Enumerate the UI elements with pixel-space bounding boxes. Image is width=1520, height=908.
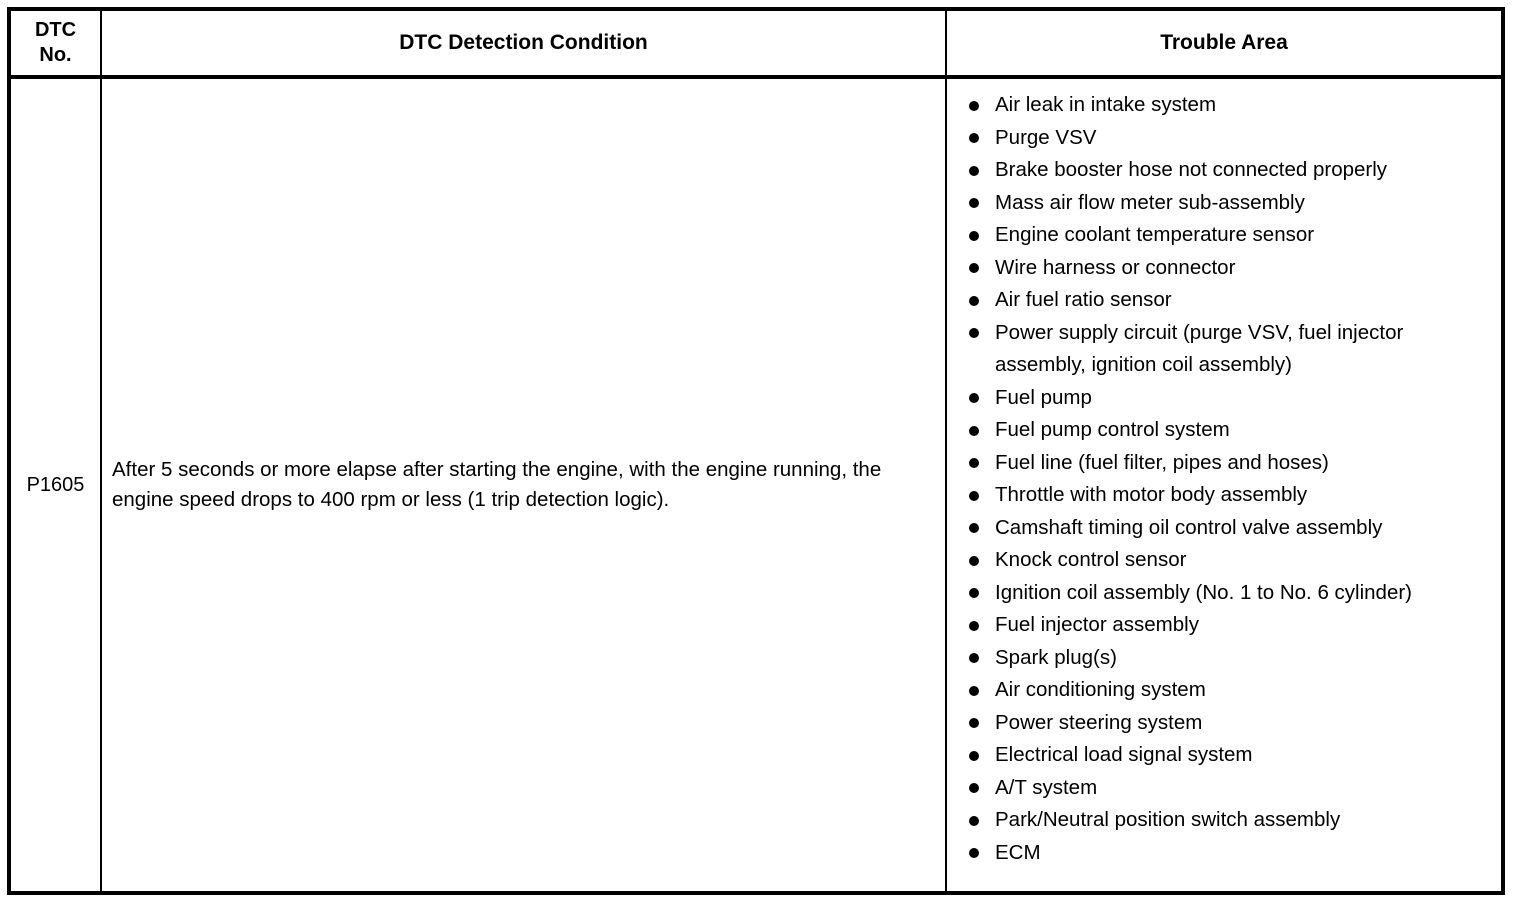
bullet-dot-icon bbox=[969, 458, 979, 468]
bullet-dot-icon bbox=[969, 425, 979, 436]
trouble-area-item-label: Fuel pump bbox=[995, 385, 1092, 409]
trouble-area-item-label: Fuel line (fuel filter, pipes and hoses) bbox=[995, 450, 1329, 474]
trouble-area-item: Air conditioning system bbox=[959, 674, 1493, 707]
trouble-area-item-label: Purge VSV bbox=[995, 125, 1097, 149]
trouble-area-item-label: Electrical load signal system bbox=[995, 743, 1253, 766]
trouble-area-item-label: A/T system bbox=[995, 775, 1098, 799]
bullet-dot-icon bbox=[969, 685, 979, 696]
bullet-dot-icon bbox=[969, 133, 979, 143]
trouble-area-item-label: Camshaft timing oil control valve assemb… bbox=[995, 515, 1383, 539]
column-header-trouble-area: Trouble Area bbox=[945, 11, 1501, 75]
column-header-detection-condition: DTC Detection Condition bbox=[100, 11, 945, 75]
table-row: P1605 After 5 seconds or more elapse aft… bbox=[11, 79, 1501, 891]
trouble-area-item: Fuel injector assembly bbox=[959, 609, 1493, 642]
trouble-area-item-label: Ignition coil assembly (No. 1 to No. 6 c… bbox=[995, 580, 1413, 604]
trouble-area-item-label: Throttle with motor body assembly bbox=[995, 483, 1308, 506]
bullet-dot-icon bbox=[969, 588, 979, 598]
bullet-dot-icon bbox=[969, 653, 979, 663]
dtc-table: DTC No. DTC Detection Condition Trouble … bbox=[7, 7, 1505, 895]
bullet-dot-icon bbox=[969, 393, 979, 403]
cell-dtc-no: P1605 bbox=[26, 473, 85, 496]
trouble-area-item: Throttle with motor body assembly bbox=[959, 479, 1493, 512]
trouble-area-item-label: Air leak in intake system bbox=[995, 93, 1217, 116]
trouble-area-item: Air leak in intake system bbox=[959, 89, 1493, 122]
trouble-area-item: Electrical load signal system bbox=[959, 739, 1493, 772]
trouble-area-item: Mass air flow meter sub-assembly bbox=[959, 187, 1493, 220]
trouble-area-item-label: Power supply circuit (purge VSV, fuel in… bbox=[995, 320, 1404, 377]
trouble-area-item-label: Fuel pump control system bbox=[995, 418, 1230, 441]
trouble-area-item-label: Spark plug(s) bbox=[995, 645, 1117, 669]
bullet-dot-icon bbox=[969, 750, 979, 761]
trouble-area-item: Power supply circuit (purge VSV, fuel in… bbox=[959, 317, 1493, 382]
trouble-area-item: Park/Neutral position switch assembly bbox=[959, 804, 1493, 837]
trouble-area-item: Air fuel ratio sensor bbox=[959, 284, 1493, 317]
trouble-area-item: Fuel pump control system bbox=[959, 414, 1493, 447]
column-header-dtc-no: DTC No. bbox=[11, 11, 100, 75]
bullet-dot-icon bbox=[969, 165, 979, 176]
bullet-dot-icon bbox=[969, 328, 979, 338]
trouble-area-item-label: Brake booster hose not connected properl… bbox=[995, 158, 1388, 181]
trouble-area-item: Fuel pump bbox=[959, 382, 1493, 415]
bullet-dot-icon bbox=[969, 198, 979, 208]
trouble-area-item: Engine coolant temperature sensor bbox=[959, 219, 1493, 252]
trouble-area-item-label: Fuel injector assembly bbox=[995, 613, 1199, 636]
trouble-area-item: ECM bbox=[959, 837, 1493, 870]
trouble-area-item: Power steering system bbox=[959, 707, 1493, 740]
bullet-dot-icon bbox=[969, 263, 979, 273]
bullet-dot-icon bbox=[969, 815, 979, 826]
trouble-area-item-label: Wire harness or connector bbox=[995, 255, 1236, 279]
trouble-area-item-label: Park/Neutral position switch assembly bbox=[995, 808, 1341, 831]
bullet-dot-icon bbox=[969, 555, 979, 566]
column-header-dtc-no-line1: DTC bbox=[34, 19, 77, 41]
bullet-dot-icon bbox=[969, 100, 979, 111]
bullet-dot-icon bbox=[969, 718, 979, 728]
trouble-area-item-label: Power steering system bbox=[995, 710, 1203, 734]
column-header-dtc-no-line2: No. bbox=[39, 44, 72, 66]
trouble-area-item-label: Air fuel ratio sensor bbox=[995, 288, 1172, 311]
bullet-dot-icon bbox=[969, 295, 979, 306]
bullet-dot-icon bbox=[969, 783, 979, 793]
trouble-area-item-label: Mass air flow meter sub-assembly bbox=[995, 190, 1305, 214]
trouble-area-item-label: ECM bbox=[995, 840, 1041, 864]
detection-condition-text: After 5 seconds or more elapse after sta… bbox=[112, 458, 882, 511]
trouble-area-item: Fuel line (fuel filter, pipes and hoses) bbox=[959, 447, 1493, 480]
trouble-area-item: Knock control sensor bbox=[959, 544, 1493, 577]
trouble-area-item-label: Engine coolant temperature sensor bbox=[995, 223, 1315, 246]
bullet-dot-icon bbox=[969, 848, 979, 858]
trouble-area-item-label: Knock control sensor bbox=[995, 548, 1187, 571]
trouble-area-item: Camshaft timing oil control valve assemb… bbox=[959, 512, 1493, 545]
bullet-dot-icon bbox=[969, 620, 979, 631]
trouble-area-item: Ignition coil assembly (No. 1 to No. 6 c… bbox=[959, 577, 1493, 610]
trouble-area-item: Wire harness or connector bbox=[959, 252, 1493, 285]
cell-detection-condition: After 5 seconds or more elapse after sta… bbox=[100, 79, 945, 891]
trouble-area-item: Spark plug(s) bbox=[959, 642, 1493, 675]
bullet-dot-icon bbox=[969, 523, 979, 533]
table-header-row: DTC No. DTC Detection Condition Trouble … bbox=[11, 11, 1501, 79]
trouble-area-item: Brake booster hose not connected properl… bbox=[959, 154, 1493, 187]
trouble-area-item: Purge VSV bbox=[959, 122, 1493, 155]
trouble-area-item-label: Air conditioning system bbox=[995, 678, 1206, 701]
bullet-dot-icon bbox=[969, 490, 979, 501]
trouble-area-item: A/T system bbox=[959, 772, 1493, 805]
bullet-dot-icon bbox=[969, 230, 979, 241]
